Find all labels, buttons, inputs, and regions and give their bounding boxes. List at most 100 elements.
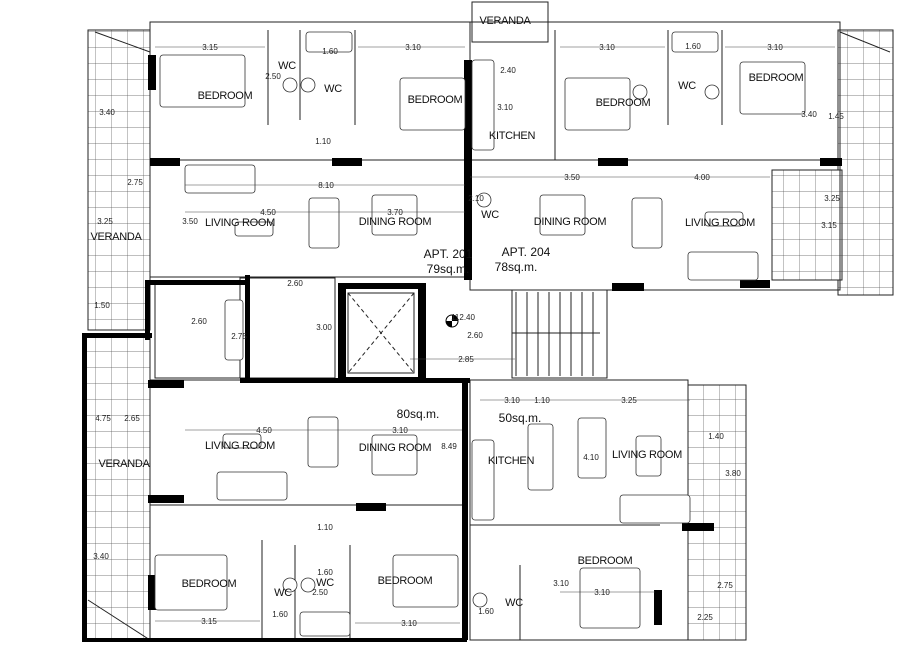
dimension-label: 2.60 [287, 279, 303, 288]
coffee-table [704, 211, 744, 227]
room-label: KITCHEN [488, 455, 535, 467]
room-label: BEDROOM [182, 578, 237, 590]
kitchen-counter [471, 59, 495, 151]
bathtub [299, 611, 351, 637]
apartment-area: 78sq.m. [495, 260, 538, 274]
room-label: WC [274, 587, 292, 599]
bed [579, 567, 641, 629]
dimension-label: 2.75 [717, 581, 733, 590]
dimension-label: 4.10 [583, 453, 599, 462]
kitchen-counter [224, 299, 244, 361]
room-label: BEDROOM [378, 575, 433, 587]
room-label: LIVING ROOM [685, 217, 755, 229]
room-label: LIVING ROOM [205, 440, 275, 452]
dimension-label: 2.85 [458, 355, 474, 364]
dimension-label: 1.60 [322, 47, 338, 56]
dimension-label: 2.60 [467, 331, 483, 340]
veranda-areas [85, 1, 894, 641]
coffee-table [234, 221, 274, 237]
dimension-label: 3.10 [504, 396, 520, 405]
dimension-label: 4.50 [256, 426, 272, 435]
sink-icon [704, 84, 720, 100]
stairs-outline [511, 289, 608, 379]
room-label: DINING ROOM [359, 442, 432, 454]
dimension-label: 4.00 [694, 173, 710, 182]
apartment-area: 79sq.m. [427, 262, 470, 276]
bed [392, 554, 459, 608]
sink-icon [472, 592, 488, 608]
dimension-label: 1.50 [94, 301, 110, 310]
apartment-name: APT. 201 [424, 247, 473, 261]
dimension-label: 3.10 [767, 43, 783, 52]
sink-icon [632, 84, 648, 100]
armchair [577, 417, 607, 479]
room-label: VERANDA [479, 15, 531, 27]
dimension-label: 2.75 [127, 178, 143, 187]
dimension-label: 3.10 [594, 588, 610, 597]
dimension-label: 3.10 [553, 579, 569, 588]
coffee-table [222, 433, 262, 449]
dining-table [371, 434, 418, 476]
room-label: LIVING ROOM [205, 217, 275, 229]
sink-icon [282, 77, 298, 93]
coffee-table [635, 435, 662, 477]
elevator [347, 292, 415, 374]
dimension-label: 3.10 [599, 43, 615, 52]
staircase[interactable] [511, 289, 608, 379]
bed [154, 554, 228, 611]
dimension-label: 8.49 [441, 442, 457, 451]
kitchen-counter [471, 439, 495, 521]
sink-icon [300, 77, 316, 93]
kitchen-island [527, 423, 554, 491]
dimension-label: 2.60 [191, 317, 207, 326]
bathtub [305, 31, 353, 53]
bed [739, 61, 806, 115]
sofa [687, 251, 759, 281]
veranda-top-right-lower [771, 169, 843, 281]
dimension-label: 3.40 [93, 552, 109, 561]
dimension-label: 2.40 [500, 66, 516, 75]
dimension-label: 3.40 [99, 108, 115, 117]
labels: BEDROOM WC WC BEDROOM LIVING ROOM DINING ROOM… [90, 15, 844, 628]
room-label: KITCHEN [489, 130, 536, 142]
dimension-label: 3.25 [824, 194, 840, 203]
dimension-label: 3.15 [202, 43, 218, 52]
room-label: WC [324, 83, 342, 95]
apartment-area: 50sq.m. [499, 411, 542, 425]
room-label: LIVING ROOM [612, 449, 682, 461]
sofa [216, 471, 288, 501]
sink-icon [476, 192, 492, 208]
dimension-label: 2.75 [231, 332, 247, 341]
dimension-lines [155, 46, 835, 624]
dining-table [371, 194, 418, 236]
apartment-area: 80sq.m. [397, 407, 440, 421]
core [347, 289, 608, 379]
apartment-name: APT. 204 [502, 245, 551, 259]
dimension-label: 3.10 [497, 103, 513, 112]
bed [399, 77, 466, 131]
room-label: VERANDA [98, 458, 150, 470]
dimension-label: 1.60 [317, 568, 333, 577]
veranda-top-right [837, 29, 894, 296]
room-label: DINING ROOM [534, 216, 607, 228]
furniture [154, 31, 806, 637]
dimension-label: 3.25 [97, 217, 113, 226]
dimension-label: 1.60 [478, 607, 494, 616]
dimension-label: 8.10 [318, 181, 334, 190]
dimension-label: 3.15 [821, 221, 837, 230]
room-label: WC [481, 209, 499, 221]
sofa [184, 164, 256, 194]
dimension-label: 3.15 [201, 617, 217, 626]
dimension-label: 1.60 [685, 42, 701, 51]
room-label: BEDROOM [578, 555, 633, 567]
armchair [307, 416, 339, 468]
dimension-label: 2.25 [697, 613, 713, 622]
dimension-label: 1.10 [317, 523, 333, 532]
dimension-label: 1.60 [272, 610, 288, 619]
veranda-top-left [87, 29, 151, 331]
veranda-bottom-left [85, 334, 151, 641]
sink-icon [300, 577, 316, 593]
dimension-label: 112.40 [451, 313, 475, 322]
dimension-label: 2.65 [124, 414, 140, 423]
dimension-label: 1.10 [534, 396, 550, 405]
